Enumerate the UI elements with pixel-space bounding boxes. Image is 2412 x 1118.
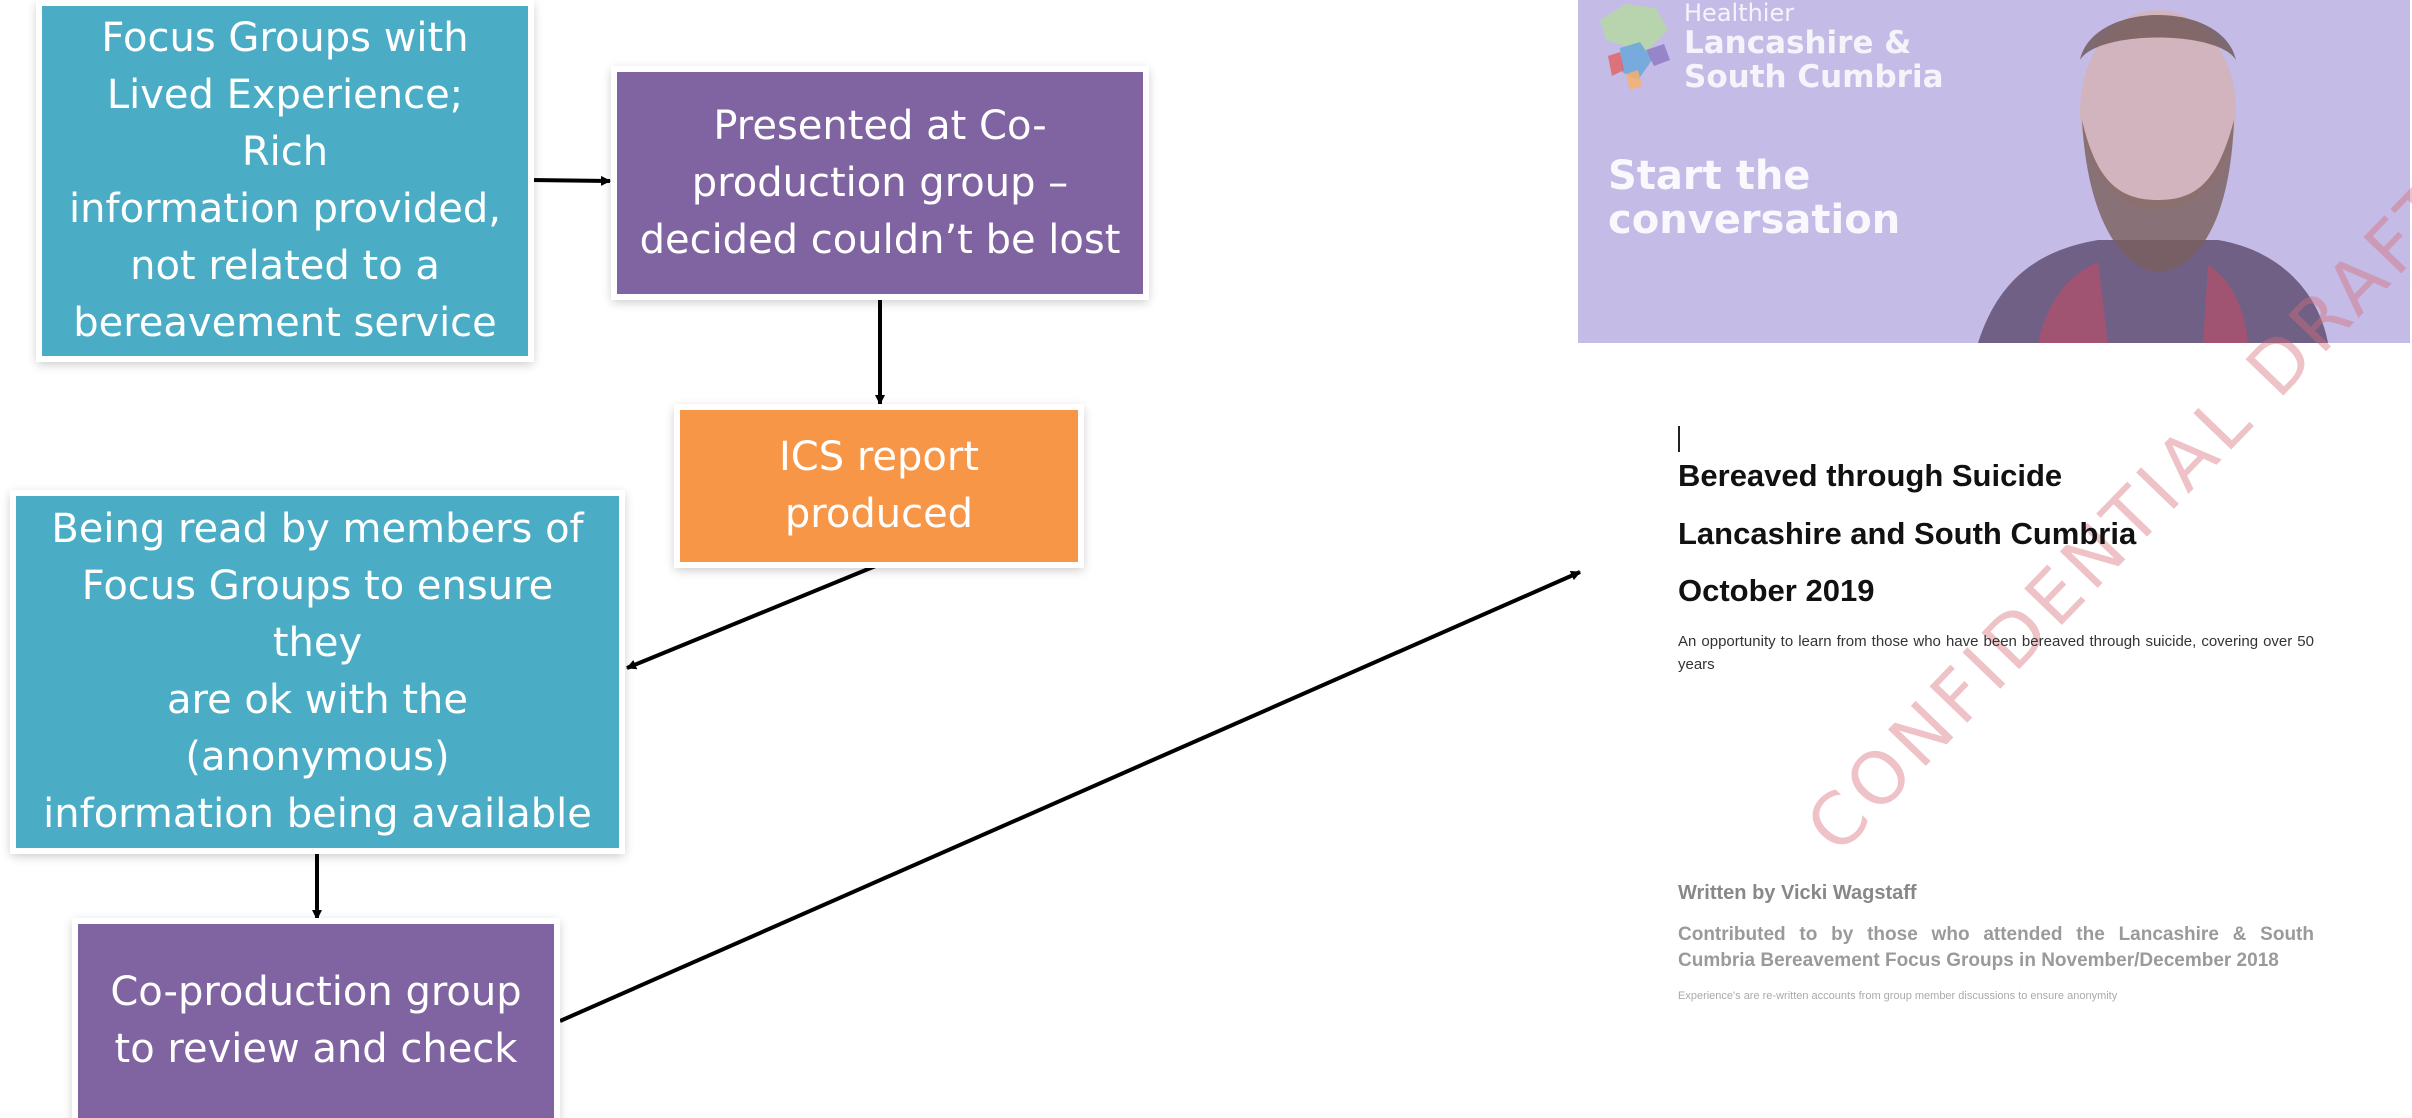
promo-image: Healthier Lancashire & South Cumbria Sta…	[1578, 0, 2410, 343]
logo-wordmark: Healthier Lancashire & South Cumbria	[1684, 0, 1944, 94]
report-author: Written by Vicki Wagstaff	[1678, 882, 1917, 904]
portrait-illustration	[1978, 10, 2328, 343]
text-cursor	[1678, 426, 1680, 452]
being-read-box: Being read by members of Focus Groups to…	[16, 496, 619, 848]
report-footnote: Experience's are re-written accounts fro…	[1678, 990, 2118, 1002]
logo-big-text: Lancashire & South Cumbria	[1684, 25, 1944, 95]
report-title-line1: Bereaved through Suicide	[1678, 458, 2063, 493]
ics-report-text: ICS report produced	[779, 434, 979, 537]
arrow-review-to-report	[559, 570, 1581, 1023]
report-title-line2: Lancashire and South Cumbria	[1678, 516, 2137, 551]
logo-small-text: Healthier	[1684, 0, 1795, 27]
arrow-ics-to-being-read	[626, 563, 879, 670]
report-date: October 2019	[1678, 573, 1875, 608]
report-contributors: Contributed to by those who attended the…	[1678, 924, 2314, 971]
focus-groups-text: Focus Groups with Lived Experience; Rich…	[69, 15, 501, 346]
focus-groups-box: Focus Groups with Lived Experience; Rich…	[42, 6, 528, 356]
presented-box: Presented at Co- production group – deci…	[617, 72, 1143, 294]
report-summary: An opportunity to learn from those who h…	[1678, 633, 2314, 673]
being-read-text: Being read by members of Focus Groups to…	[43, 506, 592, 837]
presented-text: Presented at Co- production group – deci…	[639, 102, 1121, 263]
promo-tagline: Start the conversation	[1608, 153, 1901, 243]
map-logo-icon	[1600, 4, 1670, 90]
coproduction-review-text: Co-production group to review and check	[110, 969, 522, 1072]
ics-report-box: ICS report produced	[680, 410, 1078, 562]
coproduction-review-box: Co-production group to review and check	[78, 924, 554, 1118]
report-cover: CONFIDENTIAL DRAFT Bereaved through Suic…	[1600, 163, 2412, 1040]
arrow-focus-to-presented	[529, 175, 611, 186]
